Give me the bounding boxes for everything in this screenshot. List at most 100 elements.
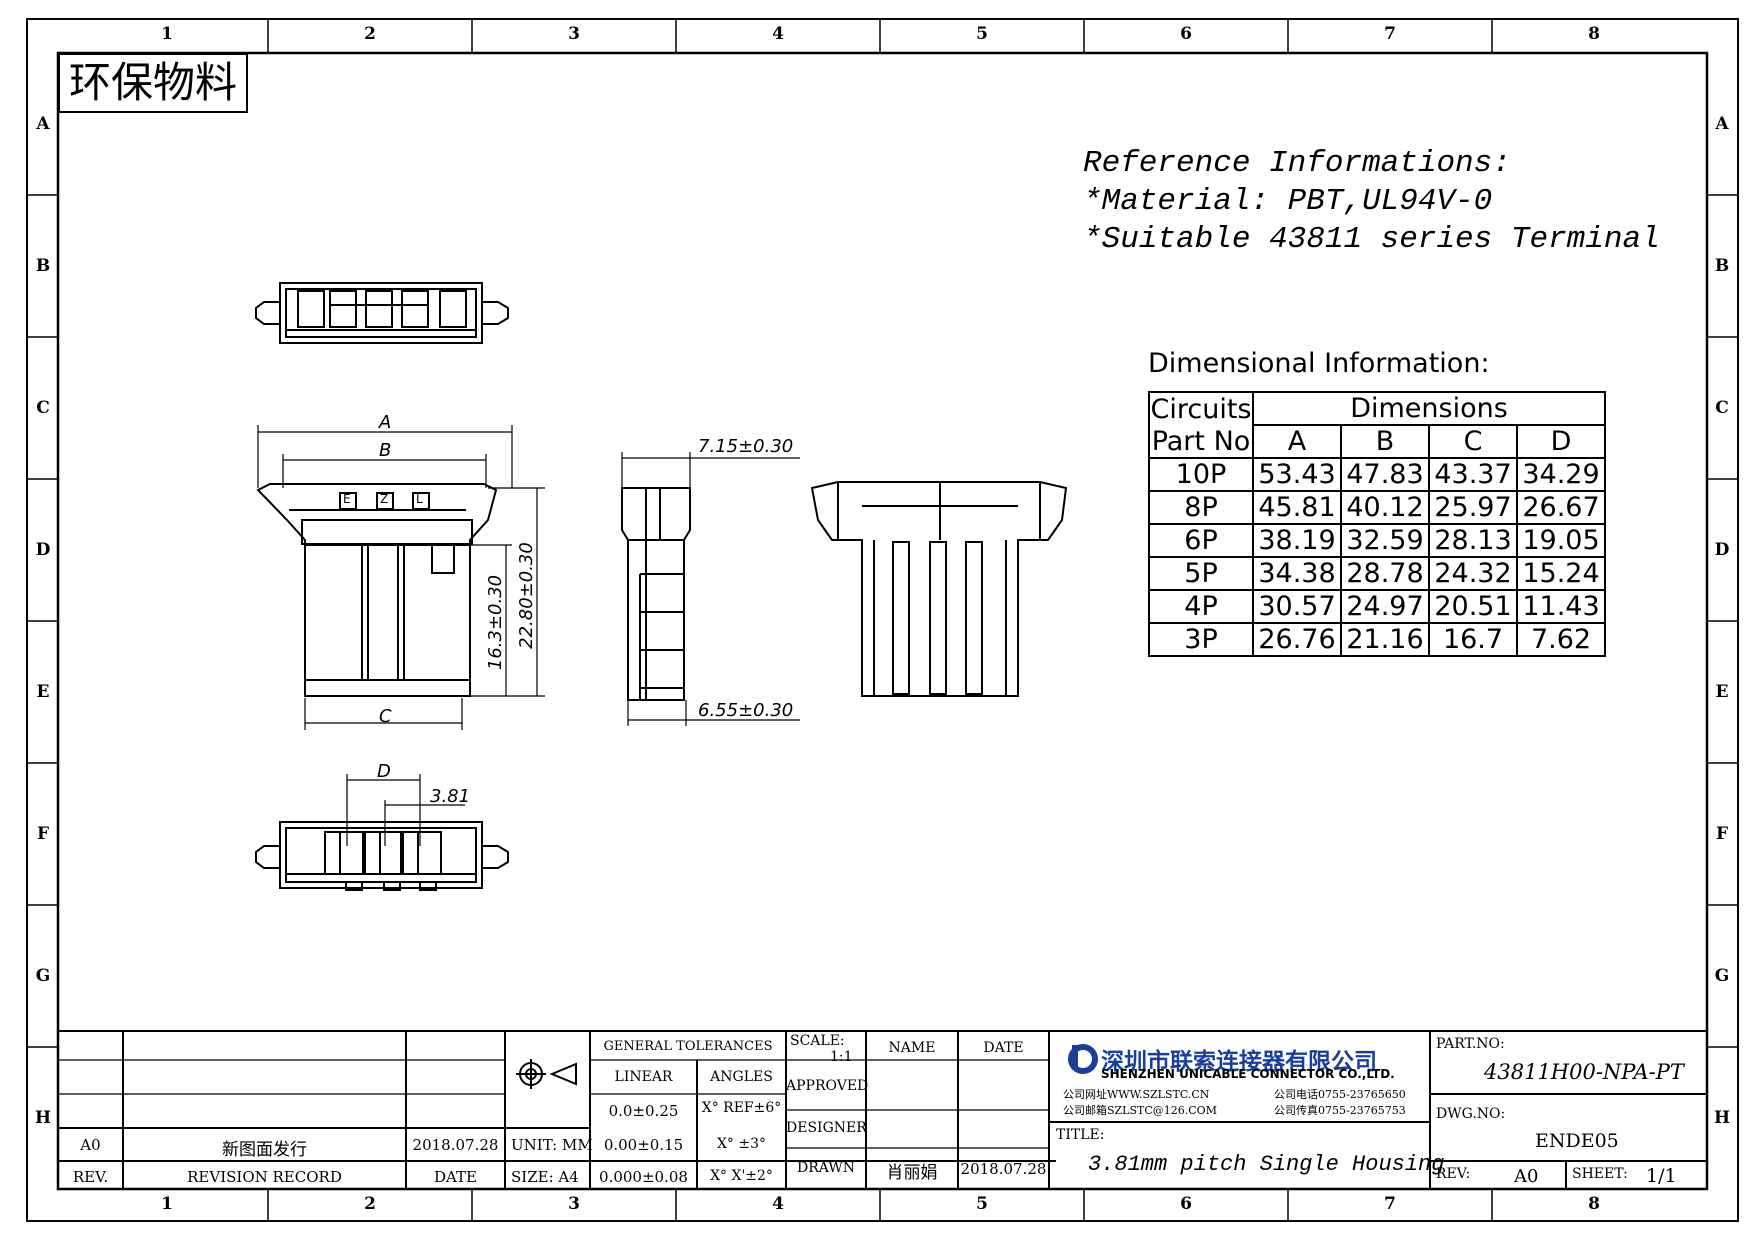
drawing-title: 3.81mm pitch Single Housing [1088,1152,1445,1177]
company-web: 公司网址WWW.SZLSTC.CN [1063,1088,1210,1101]
zone-row-d-left: D [35,540,51,560]
drawn-name: 肖丽娟 [886,1163,938,1183]
dim-label-height-2: 22.80±0.30 [515,542,537,649]
zone-row-f-left: F [36,824,50,844]
cell-c: 20.51 [1428,589,1518,624]
sheet-label: SHEET: [1572,1166,1628,1182]
tol-linear-1: 0.0±0.25 [608,1102,679,1120]
zone-col-6-bottom: 6 [1180,1194,1192,1214]
cell-d: 11.43 [1516,589,1606,624]
table-row: 4P 30.57 24.97 20.51 11.43 [1148,589,1606,624]
cell-b: 21.16 [1340,622,1430,657]
dim-label-a: A [379,412,392,433]
header-col-a: A [1252,424,1342,459]
cell-c: 24.32 [1428,556,1518,591]
table-row: 5P 34.38 28.78 24.32 15.24 [1148,556,1606,591]
approved-label: APPROVED [786,1078,869,1094]
scale-value: 1:1 [830,1049,853,1065]
zone-row-c-left: C [36,398,50,418]
cell-part: 4P [1148,589,1254,624]
unit-label: UNIT: MM [511,1136,593,1154]
cell-b: 32.59 [1340,523,1430,558]
header-col-b: B [1340,424,1430,459]
zone-row-g-right: G [1714,966,1730,986]
company-fax: 公司传真0755-23765753 [1274,1104,1406,1117]
dim-label-b: B [379,440,392,461]
zone-row-e-left: E [36,682,50,702]
dwg-no-value: ENDE05 [1535,1130,1619,1152]
dimensional-title: Dimensional Information: [1148,348,1490,379]
dim-label-side-top: 7.15±0.30 [698,436,794,457]
rev-value: A0 [1514,1166,1539,1187]
rev-header: REV. [72,1168,109,1186]
cell-d: 26.67 [1516,490,1606,525]
revision-record-header: REVISION RECORD [187,1168,342,1186]
zone-col-5-bottom: 5 [976,1194,988,1214]
date-header-2: DATE [983,1040,1024,1056]
rev-a0: A0 [80,1136,101,1154]
reference-title: Reference Informations: [1083,146,1511,181]
cell-part: 6P [1148,523,1254,558]
zone-col-7-bottom: 7 [1384,1194,1396,1214]
company-email: 公司邮箱SZLSTC@126.COM [1063,1104,1217,1117]
dim-label-height-1: 16.3±0.30 [485,574,507,671]
cell-c: 43.37 [1428,457,1518,492]
dim-label-side-bottom: 6.55±0.30 [698,700,794,721]
cell-d: 19.05 [1516,523,1606,558]
reference-material: *Material: PBT,UL94V-0 [1083,184,1493,219]
scale-label: SCALE: [790,1033,845,1049]
zone-row-h-left: H [34,1108,52,1128]
size-label: SIZE: A4 [511,1168,579,1186]
tol-angles-3: X° X'±2° [710,1168,773,1184]
part-no-label: PART.NO: [1436,1036,1505,1052]
dim-label-pitch: 3.81 [430,786,471,807]
header-part-no: Part No [1148,425,1254,459]
zone-row-b-left: B [35,256,51,276]
sheet-value: 1/1 [1646,1165,1677,1187]
company-name-cn: 深圳市联索连接器有限公司 [1101,1049,1377,1075]
cell-part: 8P [1148,490,1254,525]
cell-c: 25.97 [1428,490,1518,525]
dim-label-d: D [377,761,391,782]
zone-col-1-top: 1 [161,24,173,44]
cell-part: 5P [1148,556,1254,591]
cell-b: 47.83 [1340,457,1430,492]
mark-l: L [416,492,423,506]
reference-terminal: *Suitable 43811 series Terminal [1083,222,1660,257]
zone-row-e-right: E [1715,682,1729,702]
cell-b: 28.78 [1340,556,1430,591]
part-no-value: 43811H00-NPA-PT [1484,1060,1684,1084]
zone-row-b-right: B [1714,256,1730,276]
tol-linear-2: 0.00±0.15 [603,1136,684,1154]
dwg-no-label: DWG.NO: [1436,1106,1506,1122]
cell-b: 24.97 [1340,589,1430,624]
zone-col-5-top: 5 [976,24,988,44]
eco-material-label: 环保物料 [58,53,248,113]
tol-angles-2: X° ±3° [716,1136,767,1152]
zone-row-a-left: A [36,114,50,134]
zone-col-2-top: 2 [364,24,376,44]
rev-label: REV: [1436,1166,1471,1182]
zone-row-h-right: H [1713,1108,1731,1128]
date-header: DATE [434,1168,477,1186]
angles-label: ANGLES [710,1069,773,1085]
zone-col-8-top: 8 [1588,24,1600,44]
linear-label: LINEAR [614,1069,673,1085]
dimensional-table: Circuits Dimensions Part No A B C D 10P … [1148,391,1606,657]
header-circuits: Circuits [1148,391,1254,425]
cell-c: 28.13 [1428,523,1518,558]
zone-col-1-bottom: 1 [161,1194,173,1214]
cell-d: 15.24 [1516,556,1606,591]
revision-record-text: 新图面发行 [222,1140,307,1160]
zone-col-6-top: 6 [1180,24,1192,44]
cell-a: 38.19 [1252,523,1342,558]
zone-row-f-right: F [1715,824,1729,844]
zone-col-8-bottom: 8 [1588,1194,1600,1214]
general-tolerances-label: GENERAL TOLERANCES [603,1039,773,1054]
drawn-date: 2018.07.28 [960,1160,1047,1178]
tol-linear-3: 0.000±0.08 [599,1168,688,1186]
zone-row-a-right: A [1715,114,1729,134]
company-name-en: SHENZHEN UNICABLE CONNECTOR CO.,LTD. [1101,1067,1395,1081]
mark-z: Z [380,492,389,506]
table-row: 3P 26.76 21.16 16.7 7.62 [1148,622,1606,657]
